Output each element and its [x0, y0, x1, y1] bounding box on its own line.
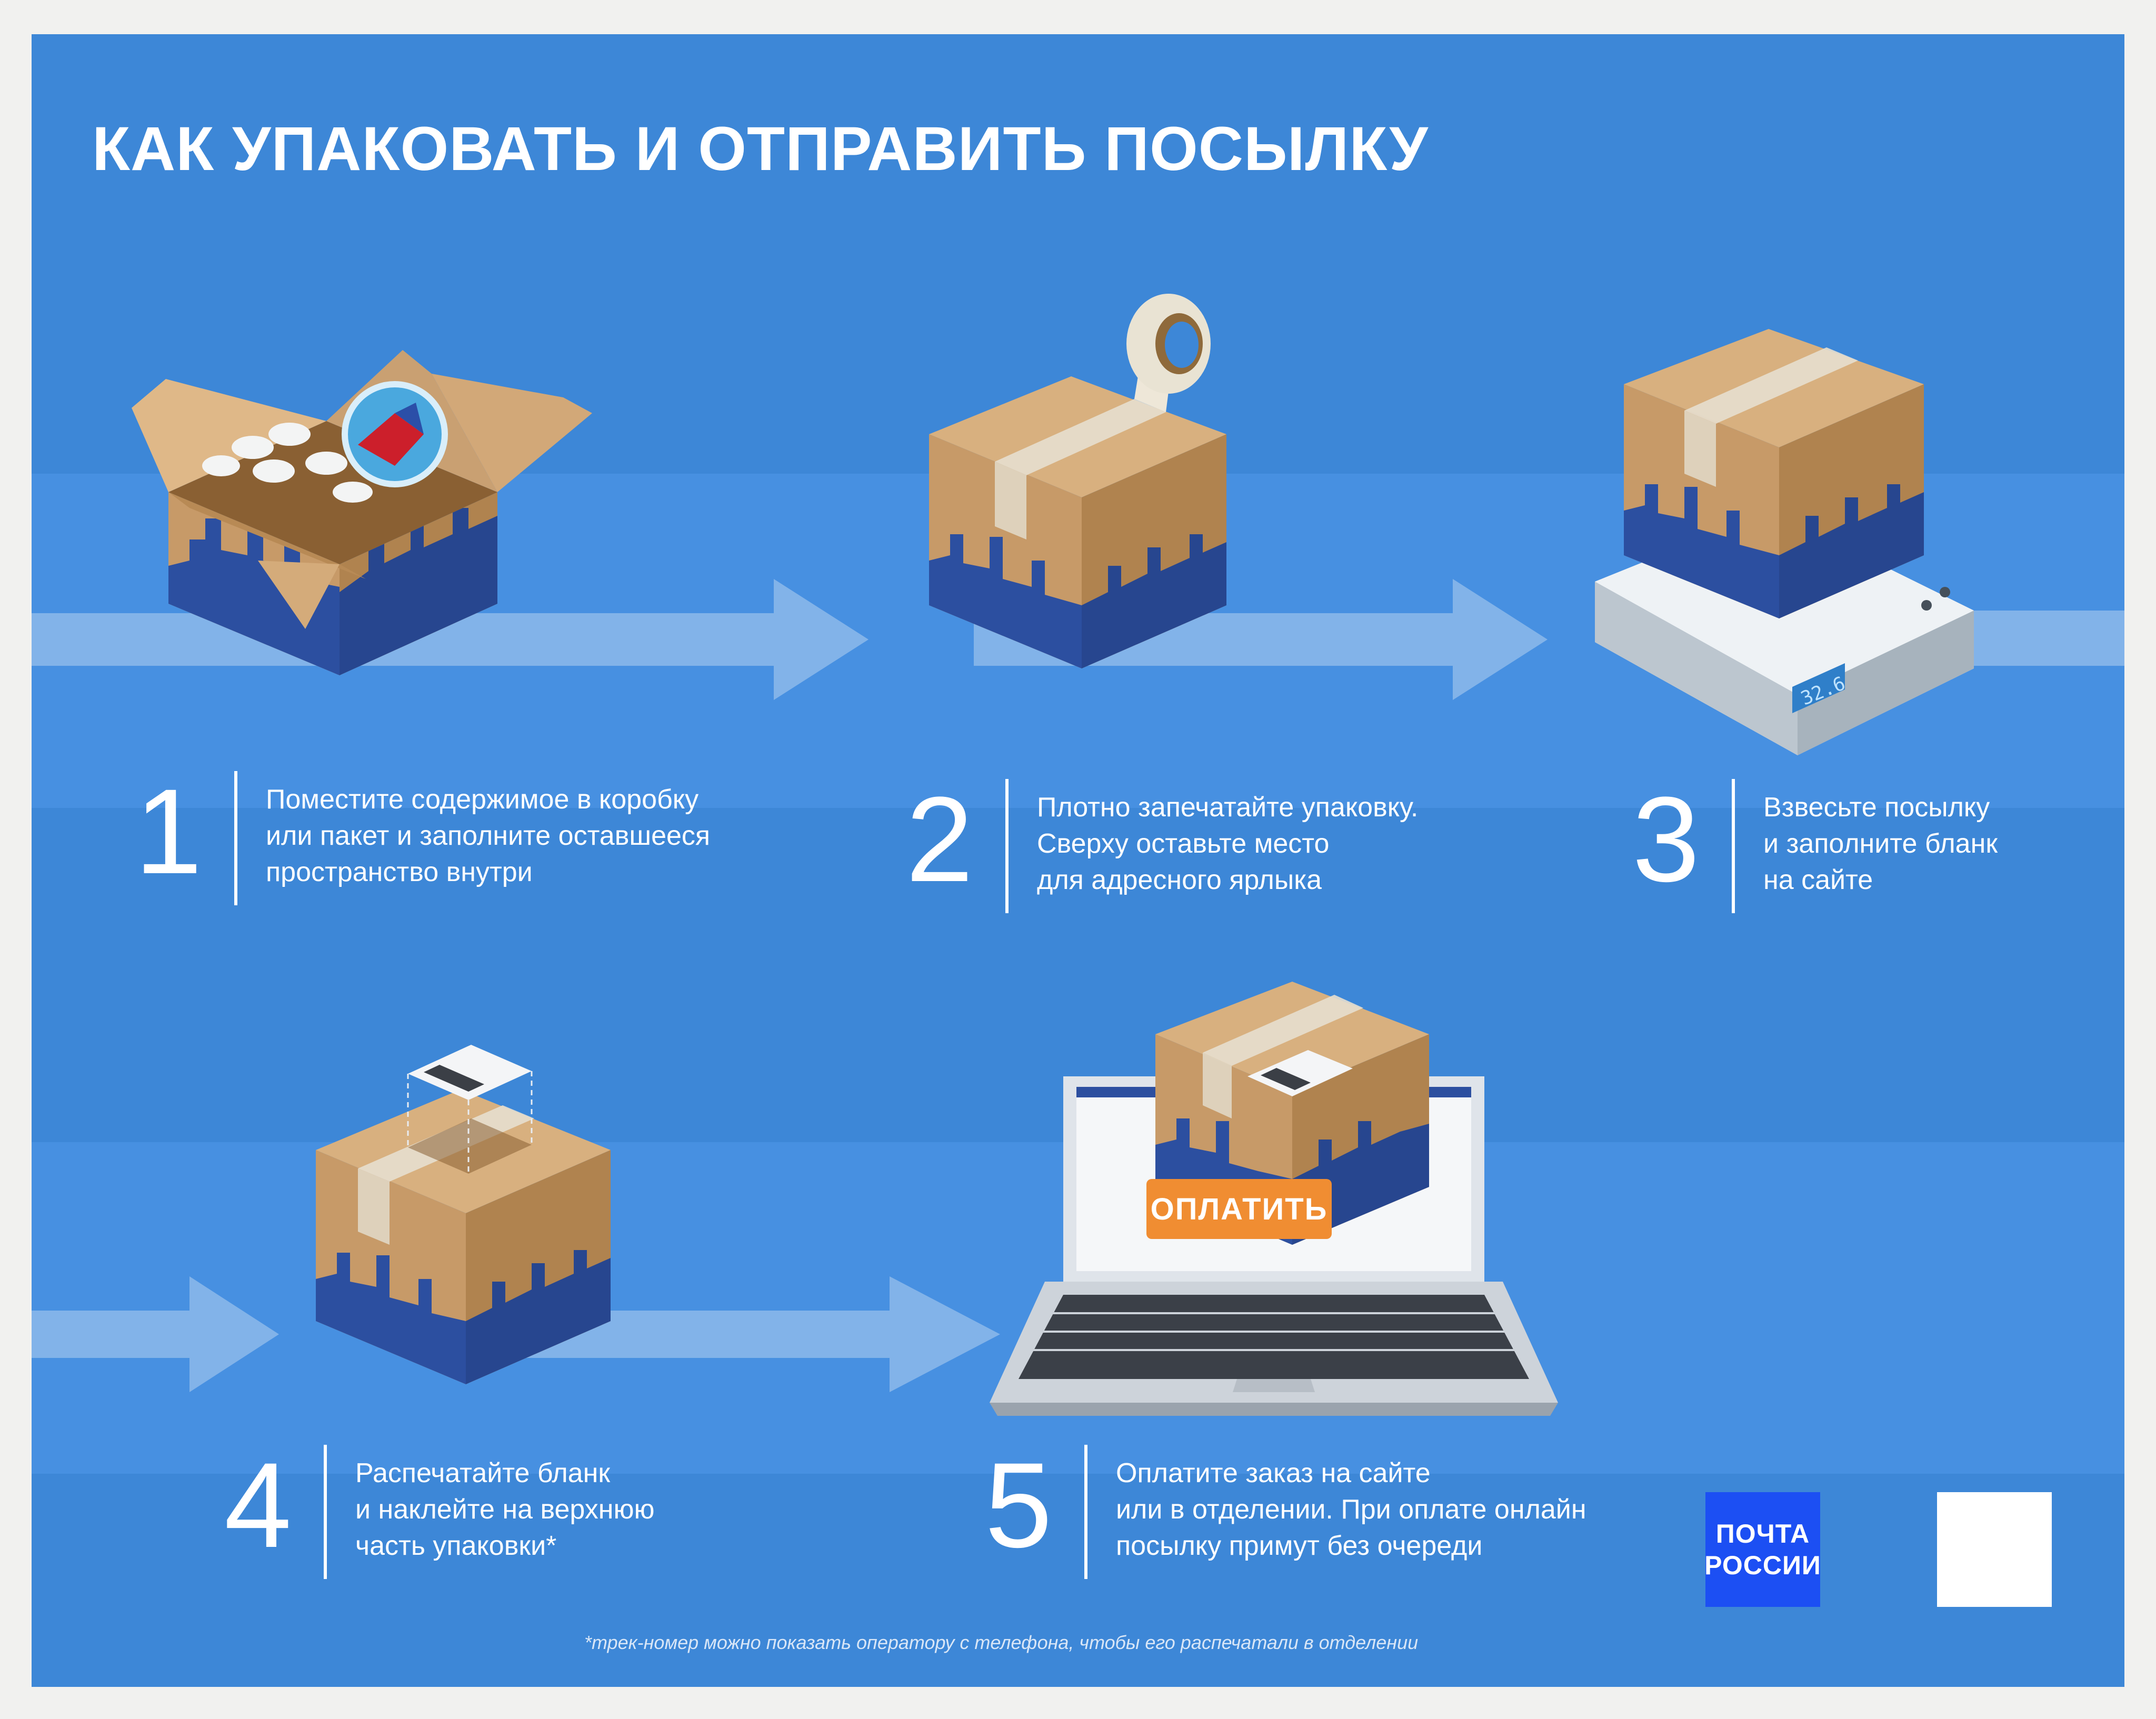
arrow-5 — [490, 1276, 1000, 1392]
infographic-poster: КАК УПАКОВАТЬ И ОТПРАВИТЬ ПОСЫЛКУ — [32, 34, 2124, 1687]
tape-roll-icon — [1126, 294, 1211, 394]
logo-line-2: РОССИИ — [1704, 1551, 1821, 1580]
step-line: Взвесьте посылку — [1763, 792, 1990, 823]
step-divider — [1084, 1445, 1087, 1579]
step-line: посылку примут без очереди — [1116, 1531, 1483, 1561]
page-title: КАК УПАКОВАТЬ И ОТПРАВИТЬ ПОСЫЛКУ — [92, 114, 1429, 184]
pochta-logo: ПОЧТА РОССИИ — [1704, 1492, 1821, 1607]
eagle-logo — [1937, 1492, 2052, 1607]
step-line: Плотно запечатайте упаковку. — [1037, 792, 1419, 823]
step-divider — [234, 771, 237, 905]
step-number: 1 — [135, 764, 202, 899]
box-on-scale — [1624, 329, 1924, 618]
open-box-icon — [132, 350, 592, 675]
step-line: или в отделении. При оплате онлайн — [1116, 1494, 1586, 1525]
step-number: 4 — [224, 1437, 292, 1573]
step-description: Взвесьте посылку и заполните бланк на са… — [1763, 789, 2124, 898]
step-divider — [1732, 779, 1735, 913]
pay-button[interactable]: ОПЛАТИТЬ — [1146, 1179, 1332, 1239]
sealed-box-icon — [929, 334, 1226, 668]
step-line: Распечатайте бланк — [355, 1458, 611, 1488]
arrow-4 — [32, 1276, 279, 1392]
step-line: для адресного ярлыка — [1037, 865, 1322, 895]
step-line: Оплатите заказ на сайте — [1116, 1458, 1431, 1488]
step-description: Оплатите заказ на сайте или в отделении.… — [1116, 1455, 1642, 1564]
labeled-box-icon — [316, 1071, 611, 1384]
step-divider — [324, 1445, 327, 1579]
arrow-1 — [32, 579, 869, 700]
step-divider — [1005, 779, 1009, 913]
step-number: 2 — [906, 772, 973, 907]
label-icon — [408, 1045, 532, 1100]
step-number: 5 — [985, 1437, 1052, 1573]
step-line: и наклейте на верхнюю — [355, 1494, 655, 1525]
step-description: Распечатайте бланк и наклейте на верхнюю… — [355, 1455, 882, 1564]
step-number: 3 — [1632, 772, 1700, 907]
step-description: Плотно запечатайте упаковку. Сверху оста… — [1037, 789, 1563, 898]
arrow-2 — [974, 579, 1548, 700]
illustrations: 32.6 — [32, 294, 2124, 1586]
logo-line-1: ПОЧТА — [1715, 1519, 1810, 1548]
step-line: на сайте — [1763, 865, 1873, 895]
step-line: Сверху оставьте место — [1037, 828, 1330, 859]
step-description: Поместите содержимое в коробку или пакет… — [266, 782, 792, 891]
step-line: или пакет и заполните оставшееся — [266, 821, 711, 851]
footnote: *трек-номер можно показать оператору с т… — [584, 1632, 1419, 1653]
step-line: часть упаковки* — [355, 1531, 557, 1561]
step-line: Поместите содержимое в коробку — [266, 784, 699, 815]
step-line: и заполните бланк — [1763, 828, 1998, 859]
step-line: пространство внутри — [266, 857, 533, 887]
